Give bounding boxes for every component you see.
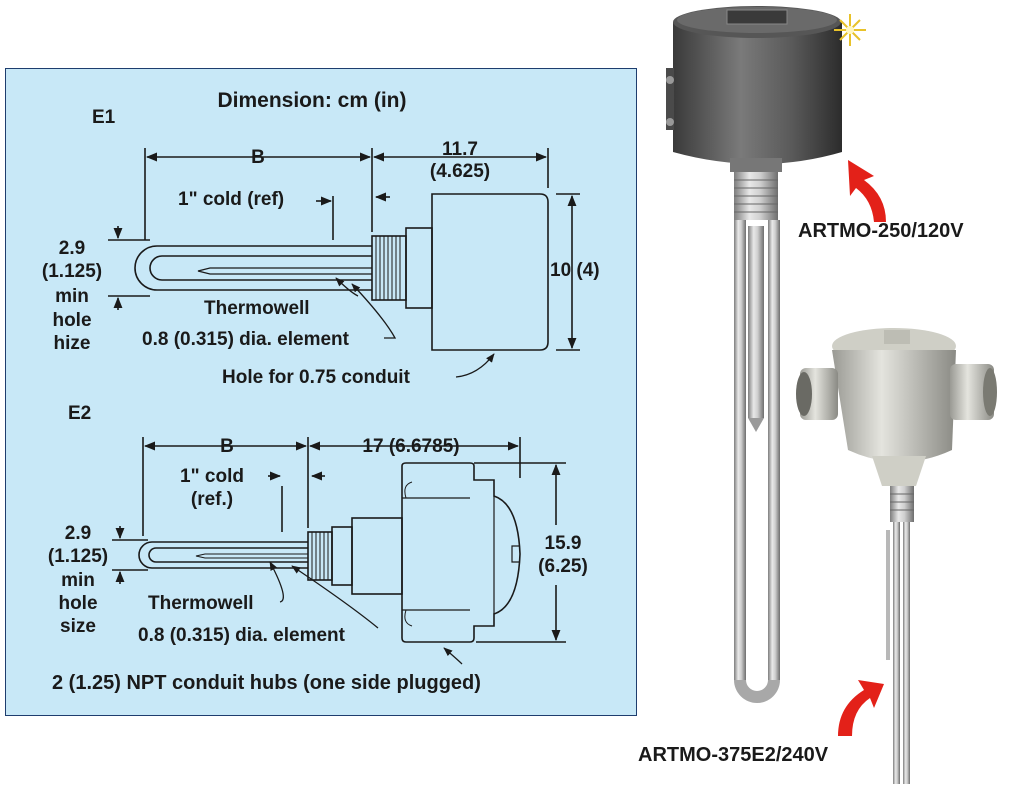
diagram-title: Dimension: cm (in) xyxy=(217,89,407,112)
e1-label: E1 xyxy=(92,107,116,128)
e1-dimension-b: B xyxy=(251,147,265,168)
e1-cold-length: 1" cold (ref) xyxy=(178,189,285,210)
product1-pointer-arrow-icon xyxy=(848,160,886,222)
e2-label: E2 xyxy=(68,403,92,424)
product2-heater-illustration xyxy=(796,328,997,784)
e1-hole-size-5: hize xyxy=(53,333,91,354)
e2-cold-length-1: 1" cold xyxy=(180,466,244,487)
e2-hole-size-5: size xyxy=(60,616,96,637)
e2-drawing xyxy=(112,437,566,665)
e1-conduit-label: Hole for 0.75 conduit xyxy=(222,367,410,388)
e2-head-length: 17 (6.6785) xyxy=(362,436,460,457)
e2-dimension-b: B xyxy=(220,436,234,457)
e2-hole-size-3: min xyxy=(61,570,95,591)
product1-heater-illustration xyxy=(666,6,866,703)
dimension-diagram-panel xyxy=(5,68,637,716)
e1-hole-size-4: hole xyxy=(52,310,92,331)
e2-height-in: (6.25) xyxy=(538,556,588,577)
e1-head-length: 11.7 xyxy=(442,139,478,160)
e1-height: 10 (4) xyxy=(550,260,600,281)
e2-cold-length-2: (ref.) xyxy=(190,489,234,510)
product1-label: ARTMO-250/120V xyxy=(798,220,964,242)
e2-element-label: 0.8 (0.315) dia. element xyxy=(138,625,345,646)
product2-label: ARTMO-375E2/240V xyxy=(638,744,829,766)
e2-hole-size-1: 2.9 xyxy=(64,523,92,544)
product2-pointer-arrow-icon xyxy=(838,680,884,736)
e2-height: 15.9 xyxy=(544,533,582,554)
e1-thermowell-label: Thermowell xyxy=(204,298,310,319)
e1-element-label: 0.8 (0.315) dia. element xyxy=(142,329,349,350)
e1-hole-size-2: (1.125) xyxy=(41,261,103,282)
e1-head-length-in: (4.625) xyxy=(429,161,491,182)
e2-hole-size-4: hole xyxy=(58,593,98,614)
e2-thermowell-label: Thermowell xyxy=(148,593,254,614)
e2-hubs-label: 2 (1.25) NPT conduit hubs (one side plug… xyxy=(52,672,481,694)
e2-hole-size-2: (1.125) xyxy=(47,546,109,567)
e1-drawing xyxy=(108,148,580,378)
e1-hole-size-3: min xyxy=(55,286,89,307)
e1-hole-size-1: 2.9 xyxy=(58,238,86,259)
